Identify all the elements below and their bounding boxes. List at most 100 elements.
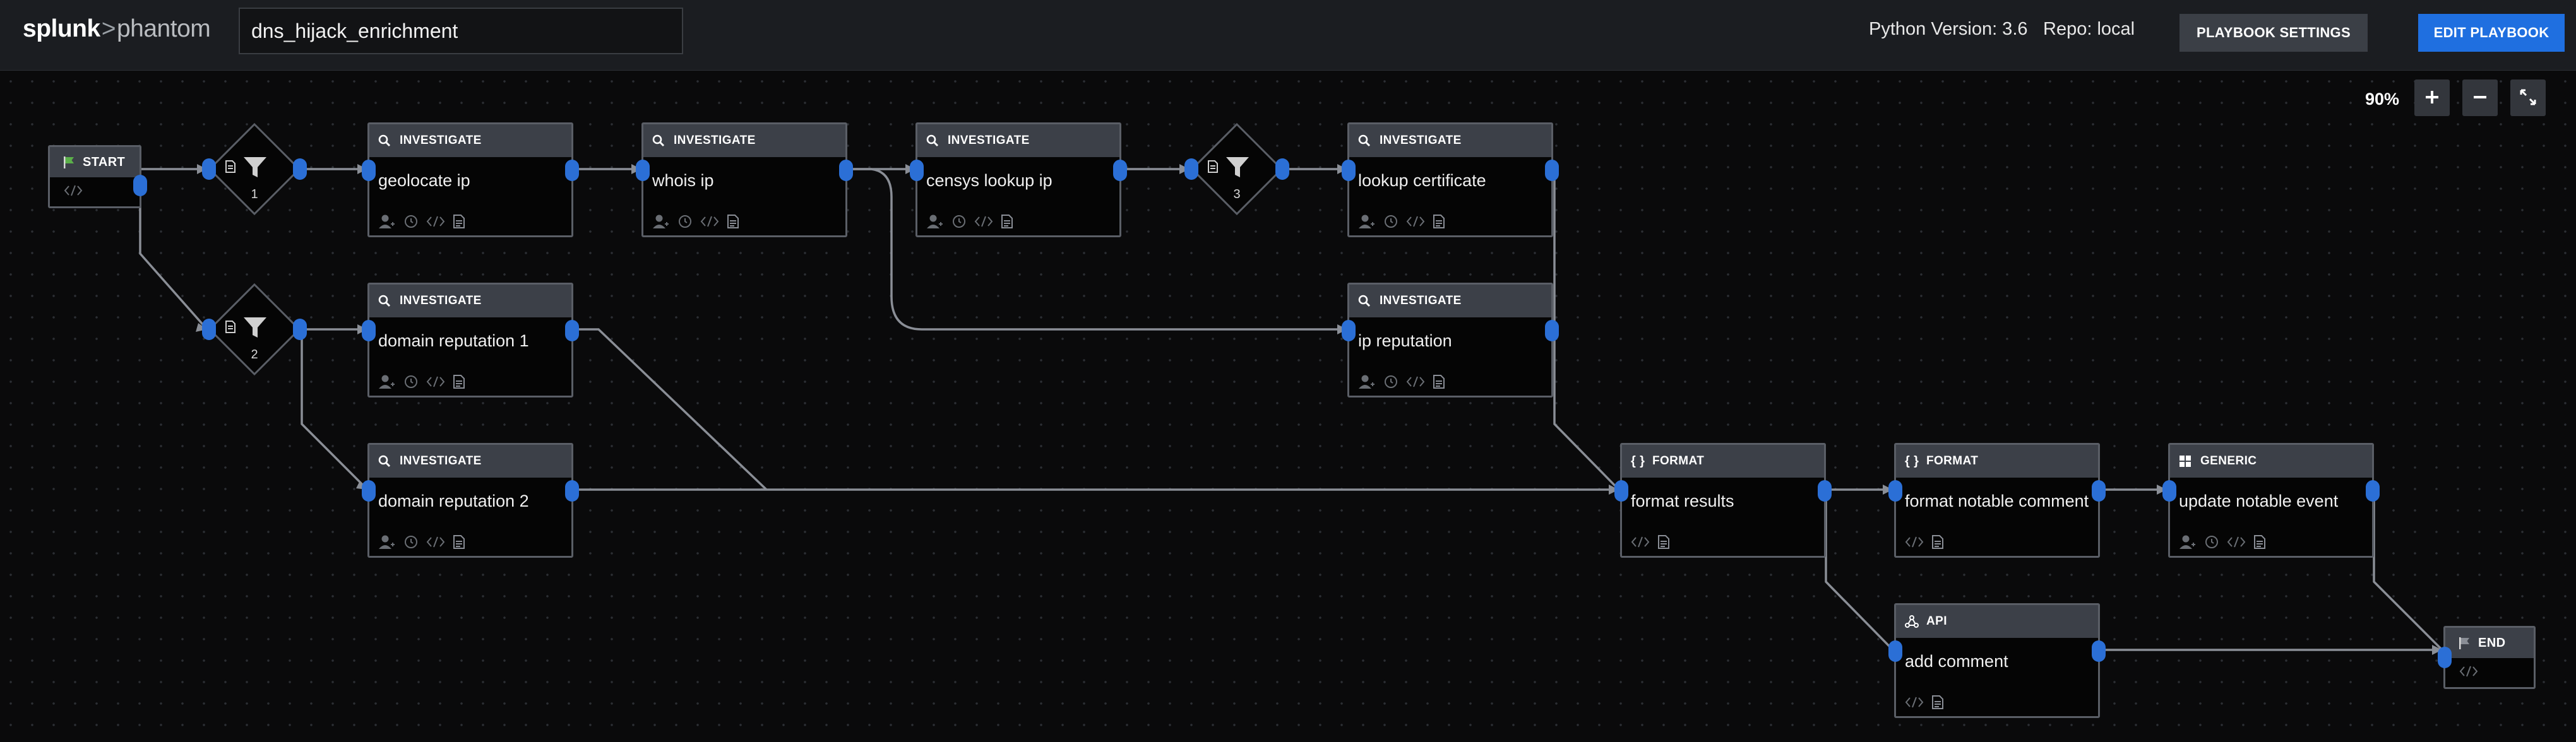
notes-icon[interactable] [1433, 214, 1445, 229]
action-node-domain-reputation-2[interactable]: INVESTIGATE domain reputation 2 [362, 443, 579, 558]
code-icon[interactable] [1905, 536, 1924, 548]
user-icon[interactable] [926, 214, 944, 229]
filter-node-1[interactable]: 1 [202, 122, 307, 216]
output-port[interactable] [565, 480, 579, 502]
output-port[interactable] [293, 158, 307, 180]
input-port[interactable] [2162, 480, 2176, 502]
user-icon[interactable] [652, 214, 670, 229]
node-title: domain reputation 1 [378, 331, 529, 350]
notes-icon[interactable] [453, 374, 465, 389]
input-port[interactable] [1614, 480, 1628, 502]
input-port[interactable] [910, 160, 924, 181]
input-port[interactable] [362, 320, 376, 341]
code-icon[interactable] [64, 184, 83, 200]
output-port[interactable] [1818, 480, 1832, 502]
input-port[interactable] [2438, 647, 2452, 668]
code-icon[interactable] [426, 536, 445, 548]
code-icon[interactable] [974, 215, 993, 228]
clock-icon[interactable] [403, 374, 419, 389]
input-port[interactable] [362, 480, 376, 502]
code-icon[interactable] [1631, 536, 1650, 548]
input-port[interactable] [1888, 640, 1902, 662]
arrowhead [2157, 485, 2167, 495]
output-port[interactable] [1545, 160, 1559, 181]
code-icon[interactable] [2459, 665, 2478, 681]
input-port[interactable] [202, 319, 216, 340]
user-icon[interactable] [1358, 374, 1376, 389]
user-icon[interactable] [378, 214, 396, 229]
output-port[interactable] [2366, 480, 2380, 502]
output-port[interactable] [1113, 160, 1127, 181]
splunk-phantom-logo[interactable]: splunk>phantom [23, 15, 211, 43]
notes-icon[interactable] [1657, 534, 1670, 550]
clock-icon[interactable] [1383, 374, 1398, 389]
action-node-censys-lookup-ip[interactable]: INVESTIGATE censys lookup ip [910, 122, 1127, 237]
edit-playbook-button[interactable]: EDIT PLAYBOOK [2418, 14, 2565, 52]
user-icon[interactable] [378, 534, 396, 550]
zoom-out-button[interactable] [2462, 80, 2498, 116]
output-port[interactable] [565, 160, 579, 181]
output-port[interactable] [839, 160, 853, 181]
action-node-ip-reputation[interactable]: INVESTIGATE ip reputation [1342, 283, 1559, 398]
filter-node-3[interactable]: 3 [1184, 122, 1289, 216]
code-icon[interactable] [1406, 375, 1425, 388]
action-node-whois-ip[interactable]: INVESTIGATE whois ip [636, 122, 853, 237]
notes-icon[interactable] [1433, 374, 1445, 389]
clock-icon[interactable] [2204, 534, 2219, 550]
action-node-lookup-certificate[interactable]: INVESTIGATE lookup certificate [1342, 122, 1559, 237]
user-icon[interactable] [2179, 534, 2197, 550]
notes-icon[interactable] [727, 214, 739, 229]
zoom-in-button[interactable] [2414, 80, 2450, 116]
document-icon [225, 160, 236, 177]
playbook-settings-button[interactable]: PLAYBOOK SETTINGS [2179, 14, 2368, 52]
start-node[interactable]: START [48, 145, 147, 208]
output-port[interactable] [2092, 640, 2106, 662]
input-port[interactable] [1184, 158, 1198, 180]
input-port[interactable] [1888, 480, 1902, 502]
notes-icon[interactable] [1931, 534, 1944, 550]
output-port[interactable] [1545, 320, 1559, 341]
output-port[interactable] [293, 319, 307, 340]
input-port[interactable] [202, 158, 216, 180]
notes-icon[interactable] [453, 534, 465, 550]
end-node[interactable]: END [2438, 626, 2536, 689]
generic-node-update-notable-event[interactable]: GENERIC update notable event [2162, 443, 2380, 558]
output-port[interactable] [565, 320, 579, 341]
clock-icon[interactable] [403, 214, 419, 229]
clock-icon[interactable] [951, 214, 967, 229]
code-icon[interactable] [700, 215, 719, 228]
code-icon[interactable] [2227, 536, 2246, 548]
user-icon[interactable] [1358, 214, 1376, 229]
output-port[interactable] [2092, 480, 2106, 502]
clock-icon[interactable] [403, 534, 419, 550]
output-port[interactable] [1275, 158, 1289, 180]
input-port[interactable] [1342, 160, 1356, 181]
code-icon[interactable] [1406, 215, 1425, 228]
notes-icon[interactable] [1931, 695, 1944, 710]
code-icon[interactable] [426, 215, 445, 228]
notes-icon[interactable] [1001, 214, 1013, 229]
filter-node-2[interactable]: 2 [202, 282, 307, 377]
format-node-format-notable-comment[interactable]: { } FORMAT format notable comment [1888, 443, 2106, 558]
playbook-canvas[interactable]: START END 1 [0, 71, 2576, 742]
input-port[interactable] [362, 160, 376, 181]
playbook-name-input[interactable] [239, 8, 683, 54]
edge-whois-ipreputation [849, 168, 1347, 331]
braces-icon: { } [1905, 454, 1919, 468]
input-port[interactable] [636, 160, 650, 181]
code-icon[interactable] [426, 375, 445, 388]
code-icon[interactable] [1905, 696, 1924, 709]
action-node-geolocate-ip[interactable]: INVESTIGATE geolocate ip [362, 122, 579, 237]
notes-icon[interactable] [453, 214, 465, 229]
clock-icon[interactable] [677, 214, 693, 229]
format-node-format-results[interactable]: { } FORMAT format results [1614, 443, 1832, 558]
action-node-domain-reputation-1[interactable]: INVESTIGATE domain reputation 1 [362, 283, 579, 398]
clock-icon[interactable] [1383, 214, 1398, 229]
notes-icon[interactable] [2253, 534, 2266, 550]
output-port[interactable] [133, 175, 147, 196]
edge-formatresults-addcomment [1825, 490, 1894, 651]
api-node-add-comment[interactable]: API add comment [1888, 603, 2106, 718]
user-icon[interactable] [378, 374, 396, 389]
input-port[interactable] [1342, 320, 1356, 341]
fit-to-screen-button[interactable] [2510, 80, 2546, 116]
